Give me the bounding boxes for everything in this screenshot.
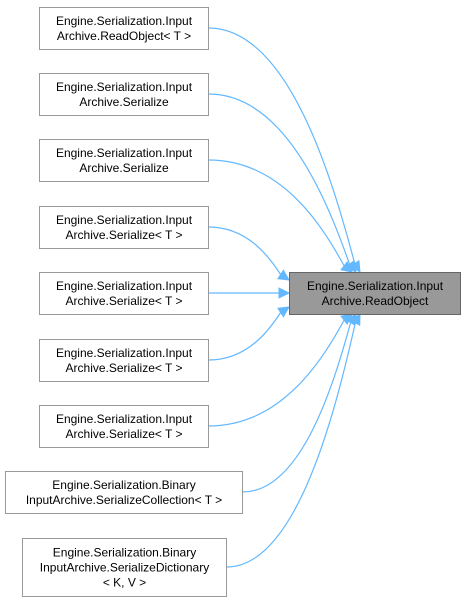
- edge-arrowhead: [349, 313, 361, 326]
- caller-node-6[interactable]: Engine.Serialization.InputArchive.Serial…: [39, 339, 209, 382]
- caller-node-3-box: [39, 139, 209, 182]
- target-node-label-line: Archive.ReadObject: [322, 294, 429, 308]
- caller-node-1-box: [39, 7, 209, 50]
- edge-line: [208, 93, 351, 265]
- caller-node-6-box: [39, 339, 209, 382]
- caller-node-5-label-line: Engine.Serialization.Input: [56, 279, 193, 293]
- caller-node-3-label-line: Engine.Serialization.Input: [56, 146, 193, 160]
- caller-node-5-label-line: Archive.Serialize< T >: [66, 294, 183, 308]
- edge-arrowhead: [278, 287, 291, 299]
- edge-arrowhead: [277, 306, 290, 318]
- nodes: Engine.Serialization.InputArchive.ReadOb…: [5, 7, 461, 597]
- caller-node-2-label-line: Engine.Serialization.Input: [56, 80, 193, 94]
- target-node[interactable]: Engine.Serialization.InputArchive.ReadOb…: [289, 272, 461, 315]
- edge-line: [208, 319, 345, 427]
- caller-node-2-label-line: Archive.Serialize: [79, 95, 169, 109]
- caller-node-8-box: [5, 471, 243, 514]
- target-node-box: [289, 272, 461, 315]
- caller-node-5-box: [39, 272, 209, 315]
- caller-node-1-label-line: Archive.ReadObject< T >: [57, 29, 191, 43]
- edge-line: [208, 159, 345, 267]
- caller-node-8-label-line: InputArchive.SerializeCollection< T >: [26, 493, 222, 507]
- caller-node-4-box: [39, 206, 209, 249]
- caller-node-9-label-line: Engine.Serialization.Binary: [53, 546, 196, 560]
- edge-arrowhead: [277, 269, 290, 281]
- caller-node-1[interactable]: Engine.Serialization.InputArchive.ReadOb…: [39, 7, 209, 50]
- edge-line: [208, 312, 282, 361]
- caller-node-9-label-line: InputArchive.SerializeDictionary: [40, 561, 209, 575]
- edges: [208, 27, 361, 568]
- caller-node-2-box: [39, 73, 209, 116]
- caller-node-3-label-line: Archive.Serialize: [79, 161, 169, 175]
- edge-line: [226, 322, 356, 568]
- caller-node-8[interactable]: Engine.Serialization.BinaryInputArchive.…: [5, 471, 243, 514]
- caller-node-9-box: [22, 538, 227, 597]
- caller-node-9-label-line: < K, V >: [103, 576, 146, 590]
- edge-line: [242, 322, 352, 493]
- caller-node-6-label-line: Archive.Serialize< T >: [66, 361, 183, 375]
- caller-node-1-label-line: Engine.Serialization.Input: [56, 14, 193, 28]
- caller-node-5[interactable]: Engine.Serialization.InputArchive.Serial…: [39, 272, 209, 315]
- edge-arrowhead: [340, 260, 353, 273]
- caller-node-7-label-line: Archive.Serialize< T >: [66, 427, 183, 441]
- caller-node-4-label-line: Engine.Serialization.Input: [56, 213, 193, 227]
- edge-line: [208, 27, 356, 264]
- caller-node-6-label-line: Engine.Serialization.Input: [56, 346, 193, 360]
- caller-node-9[interactable]: Engine.Serialization.BinaryInputArchive.…: [22, 538, 227, 597]
- caller-node-2[interactable]: Engine.Serialization.InputArchive.Serial…: [39, 73, 209, 116]
- caller-node-7-label-line: Engine.Serialization.Input: [56, 412, 193, 426]
- target-node-label-line: Engine.Serialization.Input: [307, 279, 444, 293]
- caller-node-4-label-line: Archive.Serialize< T >: [66, 228, 183, 242]
- caller-node-7[interactable]: Engine.Serialization.InputArchive.Serial…: [39, 405, 209, 448]
- caller-node-7-box: [39, 405, 209, 448]
- caller-node-4[interactable]: Engine.Serialization.InputArchive.Serial…: [39, 206, 209, 249]
- caller-node-3[interactable]: Engine.Serialization.InputArchive.Serial…: [39, 139, 209, 182]
- caller-node-8-label-line: Engine.Serialization.Binary: [52, 478, 195, 492]
- edge-line: [208, 226, 282, 275]
